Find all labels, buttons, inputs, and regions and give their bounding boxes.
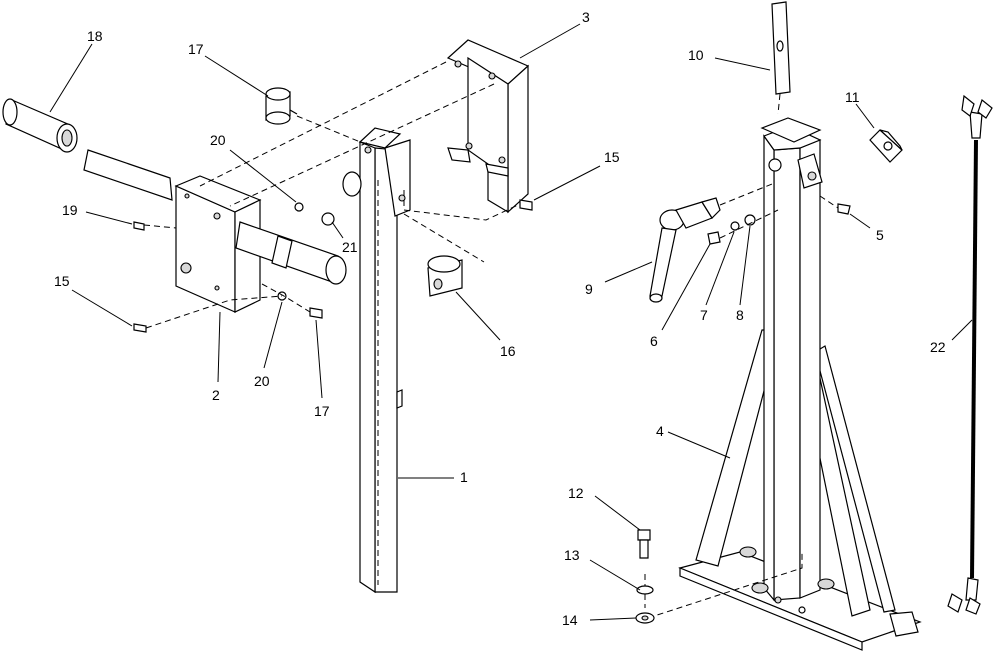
callout-9: 9 [585,281,593,297]
part-10-plate [771,1,791,95]
callout-21: 21 [342,239,358,255]
part-18-roller-shaft [2,98,173,201]
part-16-bumper [427,255,463,297]
callout-1: 1 [460,469,468,485]
callout-12: 12 [568,485,584,501]
callout-16: 16 [500,343,516,359]
part-4-stand [678,117,922,651]
part-13-washer [636,585,654,595]
part-14-washer [635,612,655,624]
callout-14: 14 [562,612,578,628]
callout-19: 19 [62,202,78,218]
part-11-wing-nut [869,129,903,163]
callout-3: 3 [582,9,590,25]
part-18-shaft-extension [235,221,347,285]
part-3-upper-bracket [446,39,530,214]
part-17-bumper-top [265,87,298,125]
callout-13: 13 [564,547,580,563]
callout-10: 10 [688,47,704,63]
part-22-cable [947,94,993,615]
part-9-handle [649,197,721,303]
part-1-vertical-post [358,127,411,594]
callout-17: 17 [314,403,330,419]
callout-18: 18 [87,28,103,44]
fasteners-left [133,199,533,333]
part-16-bumper-small [342,171,362,197]
callout-17: 17 [188,41,204,57]
callout-15: 15 [604,149,620,165]
assembly-lines-right [644,93,839,619]
callout-7: 7 [700,307,708,323]
callout-15: 15 [54,273,70,289]
callout-20: 20 [254,373,270,389]
callout-6: 6 [650,333,658,349]
assembly-lines-left [143,61,521,329]
callout-2: 2 [212,387,220,403]
callout-4: 4 [656,423,664,439]
fasteners-right [707,203,851,245]
callout-labels: 18 17 3 10 11 20 15 19 21 5 15 16 9 6 7 … [54,9,946,628]
callout-11: 11 [845,89,860,105]
part-12-bolt [637,529,651,559]
callout-8: 8 [736,307,744,323]
callout-20: 20 [210,132,226,148]
leader-lines [49,23,973,621]
callout-5: 5 [876,227,884,243]
callout-22: 22 [930,339,946,355]
